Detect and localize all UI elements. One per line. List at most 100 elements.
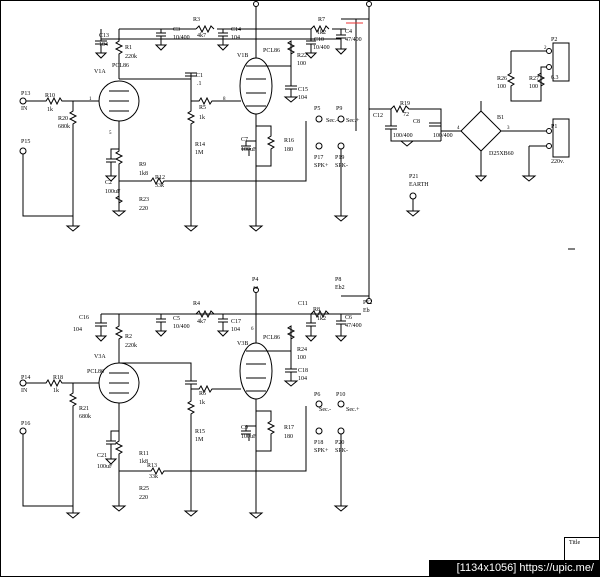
label-r4: R4 bbox=[193, 301, 200, 307]
label-p4: P4 bbox=[252, 277, 258, 283]
label-pcl86d: PCL86 bbox=[263, 335, 280, 341]
ground-symbol bbox=[104, 458, 118, 465]
label-r14v: 1M bbox=[195, 150, 204, 156]
label-r22: R22 bbox=[297, 53, 307, 59]
label-r3v: 4k7 bbox=[197, 33, 206, 39]
c8-capacitor bbox=[429, 122, 441, 127]
r24-c18-network bbox=[266, 325, 297, 381]
label-r25v: 220 bbox=[139, 495, 148, 501]
ground-symbol bbox=[283, 380, 299, 387]
r19-supply bbox=[369, 104, 442, 141]
r11-resistor bbox=[114, 403, 124, 506]
c1-capacitor bbox=[119, 72, 197, 101]
label-p13: P13 bbox=[21, 91, 30, 97]
pin-label-2: 2 bbox=[544, 46, 547, 51]
label-r27: R27 bbox=[529, 76, 539, 82]
label-aa: aa bbox=[253, 285, 259, 291]
label-r18: R18 bbox=[53, 375, 63, 381]
channel-1 bbox=[19, 1, 372, 232]
p15-wire bbox=[22, 154, 74, 226]
ground-symbol bbox=[183, 510, 199, 517]
label-r2: R2 bbox=[125, 334, 132, 340]
label-p1: P1 bbox=[551, 124, 557, 130]
c17-capacitor bbox=[218, 314, 228, 331]
label-c16: C16 bbox=[79, 315, 89, 321]
p1-pin1 bbox=[546, 143, 552, 149]
c14-capacitor bbox=[218, 29, 228, 45]
label-r4v: 4k7 bbox=[197, 319, 206, 325]
r18-input-wire bbox=[26, 378, 99, 388]
label-c12: C12 bbox=[373, 113, 383, 119]
label-r21v: 680k bbox=[79, 414, 91, 420]
p18-connector bbox=[315, 427, 323, 435]
p2-pin1 bbox=[546, 64, 552, 70]
label-p8: P8 bbox=[335, 277, 341, 283]
r12-feedback bbox=[119, 121, 307, 186]
b-plus-rail-1 bbox=[101, 18, 369, 131]
label-r11v: 1k8 bbox=[139, 459, 148, 465]
label-r5v: 1k bbox=[199, 115, 205, 121]
p12-terminal bbox=[366, 298, 372, 304]
pin-label-3: 3 bbox=[507, 126, 510, 131]
p17-connector bbox=[315, 142, 323, 150]
c10-capacitor bbox=[306, 29, 316, 53]
ground-symbol bbox=[65, 225, 81, 232]
label-r18v: 1k bbox=[53, 388, 59, 394]
ground-symbol bbox=[94, 52, 108, 59]
spk-ground-2 bbox=[333, 434, 349, 512]
c9-capacitor bbox=[241, 425, 256, 441]
label-c14v: 104 bbox=[231, 35, 240, 41]
ground-symbol bbox=[216, 44, 230, 51]
label-r13v: 33k bbox=[149, 474, 158, 480]
ground-symbol bbox=[111, 505, 127, 512]
label-p9: P9 bbox=[336, 106, 342, 112]
label-v1a: V1A bbox=[94, 69, 106, 75]
power-supply bbox=[368, 6, 570, 299]
label-c2v: 100uF bbox=[105, 189, 121, 195]
label-r15v: 1M bbox=[195, 437, 204, 443]
label-r23: R23 bbox=[139, 197, 149, 203]
label-spkp2: SPK+ bbox=[314, 448, 329, 454]
label-r10: R10 bbox=[45, 93, 55, 99]
label-pcl86b: PCL86 bbox=[263, 48, 280, 54]
channel-2 bbox=[19, 287, 372, 519]
ground-symbol bbox=[154, 330, 168, 337]
label-c21v: 100uF bbox=[97, 464, 113, 470]
label-c1v: .1 bbox=[197, 81, 202, 87]
ground-symbol bbox=[334, 48, 348, 55]
r17-resistor bbox=[256, 410, 276, 452]
label-in2: IN bbox=[21, 388, 28, 394]
title-label: Title bbox=[569, 540, 581, 546]
label-earth: EARTH bbox=[409, 182, 429, 188]
p9-connector bbox=[337, 115, 345, 123]
r10-input-wire bbox=[26, 96, 99, 106]
plate-terminal-1 bbox=[253, 1, 259, 7]
spk-ground-1 bbox=[333, 149, 349, 222]
label-r17: R17 bbox=[284, 425, 294, 431]
p20-connector bbox=[337, 427, 345, 435]
label-r26: R26 bbox=[497, 76, 507, 82]
label-r1: R1 bbox=[125, 45, 132, 51]
pin-label-4: 4 bbox=[457, 126, 460, 131]
label-r10v: 1k bbox=[47, 107, 53, 113]
ground-symbol bbox=[65, 512, 81, 519]
label-c11: C11 bbox=[298, 301, 308, 307]
label-c4v: 47/400 bbox=[345, 37, 362, 43]
label-eb2: Eb2 bbox=[335, 285, 345, 291]
label-b1: B1 bbox=[497, 115, 504, 121]
label-r23v: 220 bbox=[139, 206, 148, 212]
label-secm2: Sec.- bbox=[319, 407, 331, 413]
p6-connector bbox=[315, 400, 323, 408]
bridge-wires bbox=[441, 101, 546, 182]
label-p20: P20 bbox=[335, 440, 344, 446]
r21-resistor bbox=[68, 383, 78, 506]
label-c6: C6 bbox=[345, 315, 352, 321]
p19-connector bbox=[337, 142, 345, 150]
label-r27v: 100 bbox=[529, 84, 538, 90]
v3a-electrodes bbox=[109, 372, 129, 394]
label-c5: C5 bbox=[173, 316, 180, 322]
label-secp2: Sec.+ bbox=[346, 407, 360, 413]
label-c4: C4 bbox=[345, 29, 352, 35]
ground-symbol bbox=[104, 175, 118, 182]
